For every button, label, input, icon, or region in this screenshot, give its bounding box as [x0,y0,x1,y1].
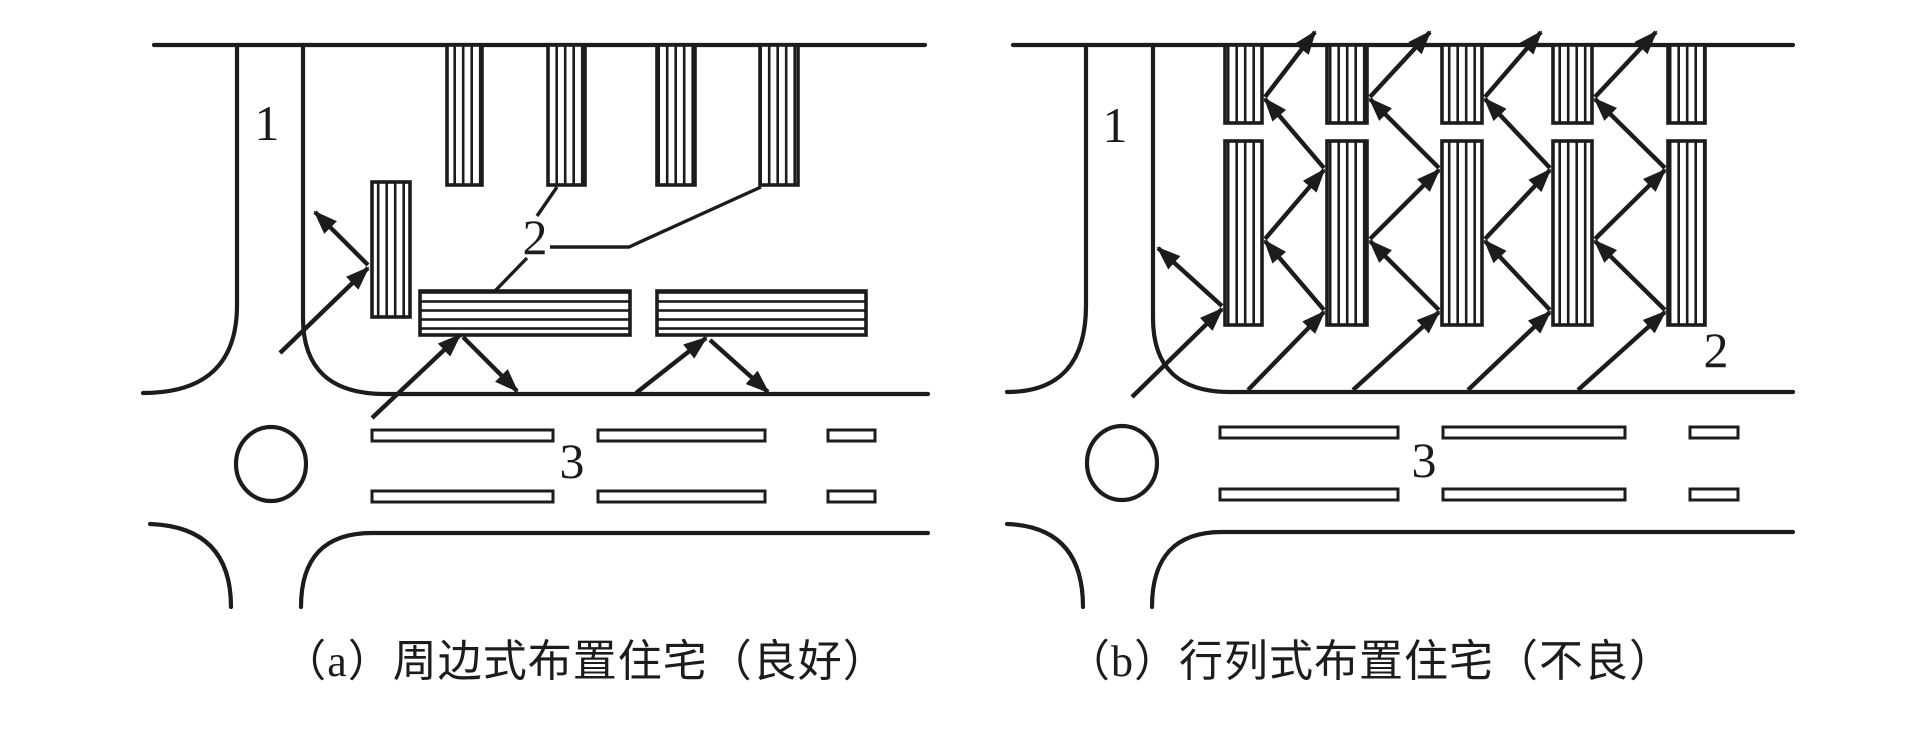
roundabout [1084,423,1160,503]
residential-building-vertical [758,43,800,187]
roundabout [233,424,309,504]
residential-building-vertical [1325,43,1369,125]
noise-arrow [1156,246,1224,308]
road-edge [1150,42,1796,395]
residential-building-vertical [1440,43,1484,125]
boulevard-strip-bar [1441,487,1627,502]
panel-b [1004,30,1796,610]
noise-arrow [634,336,708,395]
noise-arrow [1593,239,1667,312]
boulevard-strip-bar [826,489,877,504]
buildings-2-label-b: 2 [1704,322,1729,378]
residential-building-vertical [1223,43,1264,125]
residential-building-vertical [1325,139,1369,327]
noise-arrow [1368,30,1432,99]
residential-building-vertical [1551,43,1594,125]
boulevard-strip-bar [370,489,555,504]
road-edge [300,42,931,397]
noise-arrow [1466,310,1552,392]
residential-building-vertical [445,43,484,187]
noise-arrow [1351,310,1441,392]
residential-building-horizontal [418,289,632,337]
boulevard-strip-bar [1688,425,1740,440]
label-leader-line [492,256,529,294]
boulevard-strip-bar [1218,425,1400,440]
road-3-label-a: 3 [560,433,585,489]
noise-arrow [708,338,770,394]
noise-arrow [1483,168,1552,241]
noise-arrow [1576,310,1667,392]
boulevard-strip-bar [596,489,767,504]
noise-arrow [1593,168,1667,241]
road-edge [1149,529,1796,610]
road-3-label-b: 3 [1412,432,1437,488]
boulevard-strip-bar [1218,487,1400,502]
noise-arrow [1593,97,1667,170]
noise-arrow [1246,310,1326,392]
road-edge [140,42,240,396]
noise-arrow [1593,30,1658,99]
noise-arrow [1263,30,1317,99]
noise-arrow [1483,239,1552,312]
noise-arrow [313,210,370,267]
noise-arrow [1263,97,1326,170]
caption-panel-b: （b）行列式布置住宅（不良） [1066,637,1674,686]
road-edge [1004,42,1089,395]
boulevard-strip-bar [826,428,877,443]
noise-arrow [1263,168,1326,241]
noise-arrow [278,266,370,355]
noise-arrow [1263,239,1326,312]
road-edge [147,521,234,610]
noise-arrow [1368,97,1441,170]
label-leader-line [550,185,762,249]
buildings-2-label-a: 2 [523,209,548,265]
noise-arrow [1483,97,1552,170]
boulevard-strip-bar [1441,425,1627,440]
residential-building-vertical [655,43,697,187]
residential-building-vertical [1666,139,1707,327]
caption-panel-a: （a）周边式布置住宅（良好） [282,637,888,686]
boulevard-strip-bar [1688,487,1740,502]
noise-arrow [461,335,519,393]
boulevard-strip-bar [596,428,767,443]
residential-building-vertical [1666,43,1707,125]
residential-building-vertical [546,43,587,187]
noise-arrow [1483,30,1543,99]
label-leader-line [535,186,559,217]
noise-arrow [1368,168,1441,241]
residential-building-vertical [370,180,412,319]
residential-building-vertical [1440,139,1484,327]
residential-building-vertical [1223,139,1264,327]
noise-arrow [1130,307,1224,399]
residential-building-horizontal [655,289,868,337]
road-edge [298,530,931,610]
road-1-label-b: 1 [1103,97,1128,153]
residential-building-vertical [1551,139,1594,327]
noise-arrow [370,333,462,420]
boulevard-strip-bar [370,428,555,443]
road-edge [1004,521,1086,610]
noise-arrow [1368,239,1441,312]
road-1-label-a: 1 [255,95,280,151]
panel-a [140,42,931,610]
